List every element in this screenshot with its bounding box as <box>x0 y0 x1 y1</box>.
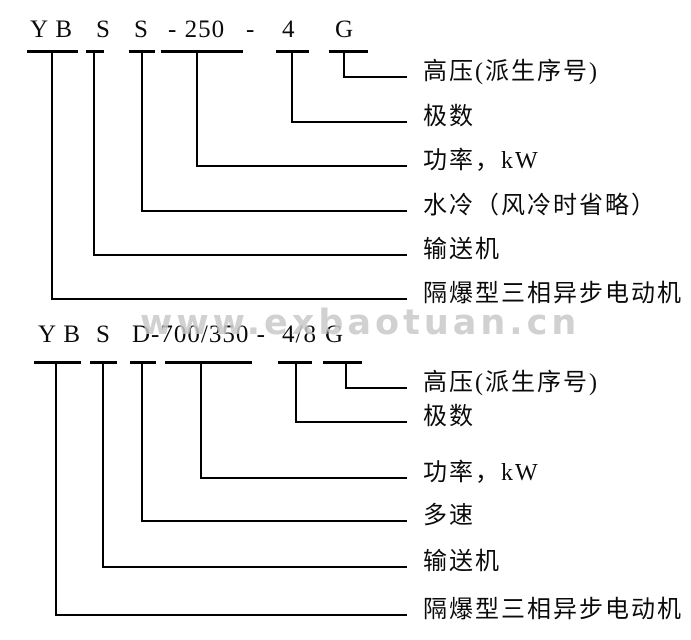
model-code-token: S <box>96 321 111 348</box>
designation-underline <box>165 361 252 364</box>
model-code-token: 4/8 <box>282 321 317 348</box>
designation-label: 极数 <box>423 404 475 430</box>
connector-horizontal <box>201 477 407 479</box>
designation-underline <box>323 361 362 364</box>
connector-horizontal <box>292 121 407 123</box>
designation-label: 输送机 <box>423 549 501 575</box>
designation-label: 极数 <box>423 104 475 130</box>
model-code-token: S <box>134 16 149 43</box>
connector-horizontal <box>142 520 407 522</box>
connector-vertical <box>141 53 143 212</box>
designation-underline <box>130 361 156 364</box>
connector-vertical <box>141 364 143 522</box>
model-code-token: - 250 <box>168 16 226 43</box>
connector-horizontal <box>94 254 407 256</box>
designation-label: 隔爆型三相异步电动机 <box>423 281 683 307</box>
model-code-token: 4 <box>282 16 296 43</box>
model-code-token: S <box>96 16 111 43</box>
connector-vertical <box>345 364 347 389</box>
designation-label: 输送机 <box>423 237 501 263</box>
designation-underline <box>161 50 243 53</box>
connector-vertical <box>295 364 297 423</box>
model-code-token: G <box>335 16 355 43</box>
designation-underline <box>86 50 104 53</box>
connector-vertical <box>102 364 104 568</box>
model-code-token: Y B <box>30 16 74 43</box>
designation-underline <box>34 361 81 364</box>
connector-horizontal <box>142 210 407 212</box>
designation-underline <box>27 50 78 53</box>
designation-label: 高压(派生序号) <box>423 59 599 85</box>
connector-horizontal <box>197 165 407 167</box>
connector-vertical <box>200 364 202 479</box>
connector-vertical <box>93 53 95 256</box>
connector-vertical <box>51 53 53 300</box>
connector-horizontal <box>296 421 407 423</box>
designation-underline <box>329 50 368 53</box>
connector-horizontal <box>56 614 407 616</box>
designation-underline <box>276 50 309 53</box>
designation-underline <box>90 361 117 364</box>
connector-vertical <box>196 53 198 167</box>
connector-vertical <box>291 53 293 123</box>
designation-label: 高压(派生序号) <box>423 370 599 396</box>
connector-horizontal <box>103 566 407 568</box>
designation-label: 功率，kW <box>423 460 540 486</box>
model-code-token: - <box>246 16 256 43</box>
designation-underline <box>129 50 155 53</box>
model-code-token: G <box>325 321 345 348</box>
designation-label: 多速 <box>423 503 475 529</box>
designation-underline <box>278 361 312 364</box>
model-code-token: Y B <box>38 321 82 348</box>
designation-label: 水冷（风冷时省略） <box>423 193 657 219</box>
connector-vertical <box>343 53 345 78</box>
connector-horizontal <box>344 76 407 78</box>
designation-label: 功率，kW <box>423 148 540 174</box>
designation-label: 隔爆型三相异步电动机 <box>423 597 683 623</box>
model-code-token: D-700/350 - <box>132 321 266 348</box>
connector-horizontal <box>346 387 407 389</box>
connector-vertical <box>55 364 57 616</box>
connector-horizontal <box>52 298 407 300</box>
